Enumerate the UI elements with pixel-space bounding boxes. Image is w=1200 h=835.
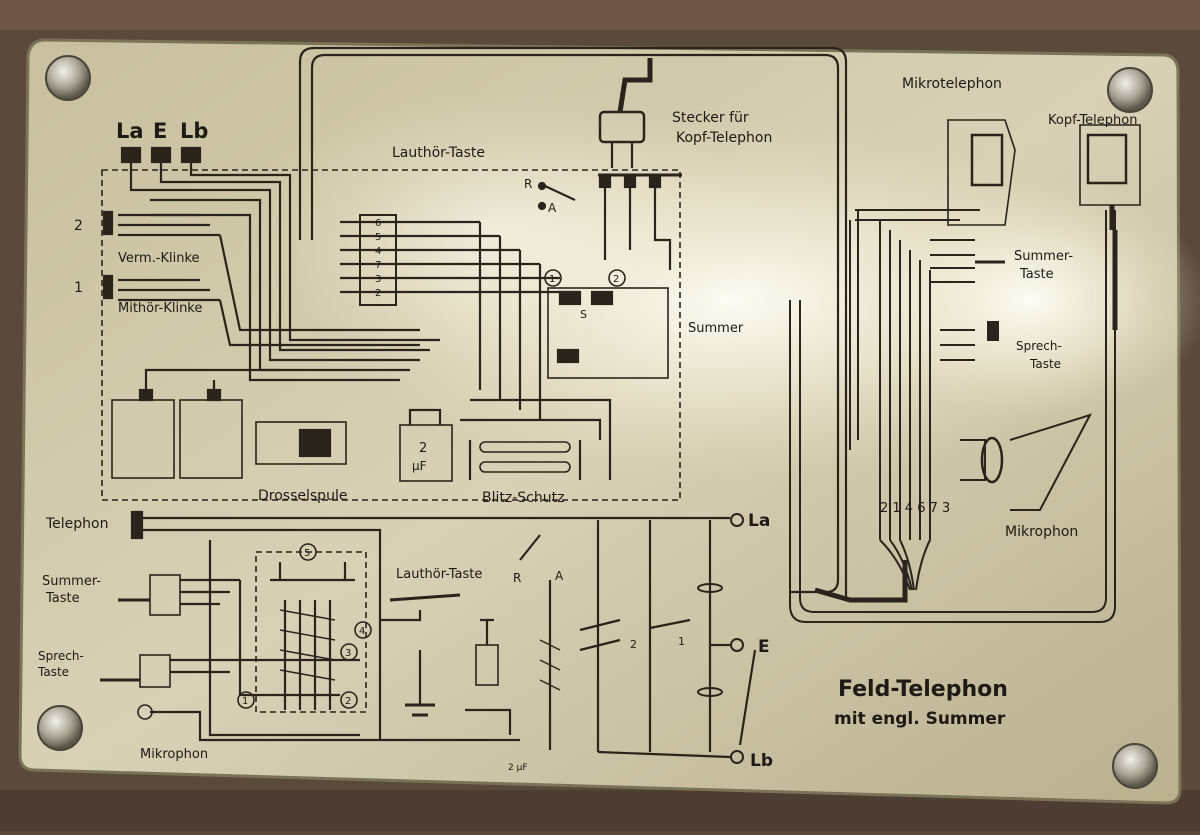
mikrophon-bottom-label: Mikrophon — [140, 747, 208, 762]
terminal-lb-label: Lb — [180, 119, 208, 143]
bottom-labels: Telephon Summer- Taste Sprech- Taste Mik… — [37, 511, 773, 773]
screw-icon — [1107, 67, 1153, 113]
switch-r-label: R — [524, 177, 532, 191]
s-label: S — [580, 308, 587, 321]
lauthor-taste-label: Lauthör-Taste — [392, 145, 485, 161]
plate-title: Feld-Telephon — [838, 677, 1008, 702]
summer-label: Summer — [688, 321, 744, 336]
right-labels: Mikrotelephon Kopf-Telephon Summer- Tast… — [880, 76, 1137, 540]
screw-icon — [1112, 743, 1158, 789]
terminal-block-label: 4 — [375, 246, 381, 257]
switch-a-label: A — [548, 201, 557, 215]
blitz-schutz-label: Blitz-Schutz — [482, 490, 564, 506]
screw-icon — [45, 55, 91, 101]
bottom-schematic — [100, 510, 757, 764]
terminal-e-label: E — [153, 119, 167, 143]
circle-2-bottom-label: 2 — [345, 696, 351, 707]
top-labels: La E Lb 2 1 Verm.-Klinke Mithör-Klinke L… — [74, 110, 772, 506]
sprech-taste-label: Sprech- — [1016, 339, 1062, 353]
plate-subtitle: mit engl. Summer — [834, 709, 1006, 729]
telephon-label: Telephon — [45, 516, 109, 532]
sprech-taste-label: Taste — [1029, 357, 1061, 371]
capacitor-small-label: 2 μF — [508, 763, 528, 773]
summer-taste-bottom-label: Summer- — [42, 574, 101, 589]
kopf-telephon-right-label: Kopf-Telephon — [1048, 113, 1137, 128]
sprech-taste-bottom-label: Sprech- — [38, 649, 84, 663]
top-schematic — [101, 46, 848, 600]
terminal-block-label: 6 — [375, 218, 381, 229]
kopf-telephon-label: Kopf-Telephon — [676, 130, 772, 146]
klinke-number-2: 2 — [74, 218, 83, 234]
summer-taste-label: Taste — [1019, 267, 1054, 282]
right-schematic — [789, 119, 1141, 623]
terminal-la-label: La — [116, 119, 144, 143]
bottom-circles — [137, 543, 372, 720]
mikrotelephon-label: Mikrotelephon — [902, 76, 1002, 92]
terminal-la-bottom: La — [748, 511, 770, 531]
mithor-klinke-label: Mithör-Klinke — [118, 301, 202, 316]
sprech-taste-bottom-label: Taste — [37, 665, 69, 679]
drosselspule-label: Drosselspule — [258, 488, 347, 504]
summer-taste-label: Summer- — [1014, 249, 1073, 264]
lauthor-taste-bottom-label: Lauthör-Taste — [396, 567, 482, 582]
circle-5-label: 5 — [304, 548, 310, 559]
terminal-block-label: 7 — [375, 260, 381, 271]
terminal-e-bottom: E — [758, 637, 770, 657]
verm-klinke-label: Verm.-Klinke — [118, 251, 200, 266]
summer-taste-bottom-label: Taste — [45, 591, 80, 606]
screw-icon — [37, 705, 83, 751]
terminal-lb-bottom: Lb — [750, 751, 773, 771]
switch-a-bottom-label: A — [555, 569, 564, 583]
circle-1-label: 1 — [549, 274, 555, 285]
circle-1-bottom-label: 1 — [242, 696, 248, 707]
klinke-1-label: 1 — [678, 635, 685, 648]
terminal-block-label: 2 — [375, 288, 381, 299]
terminal-block-label: 3 — [375, 274, 381, 285]
klinke-2-label: 2 — [630, 638, 637, 651]
wire-numbers: 2 1 4 6 7 3 — [880, 501, 950, 516]
capacitor-value: 2 — [419, 441, 427, 456]
circle-3-label: 3 — [345, 648, 351, 659]
circle-4-label: 4 — [359, 626, 365, 637]
circle-2-label: 2 — [613, 274, 619, 285]
mikrophon-right-label: Mikrophon — [1005, 524, 1078, 540]
capacitor-unit: μF — [412, 459, 427, 473]
terminal-block-label: 5 — [375, 232, 381, 243]
klinke-number-1: 1 — [74, 280, 83, 296]
switch-r-bottom-label: R — [513, 571, 521, 585]
stecker-label: Stecker für — [672, 110, 749, 126]
